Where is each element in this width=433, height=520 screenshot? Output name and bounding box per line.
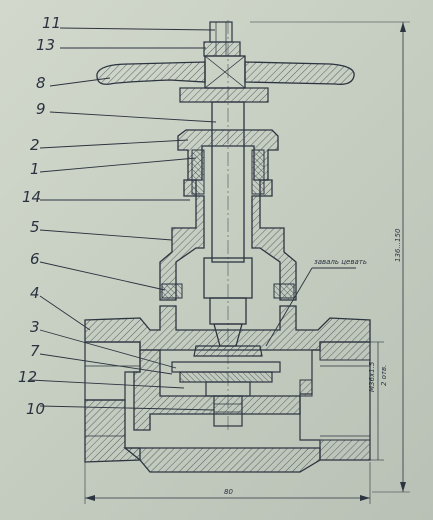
spindle-top-nut xyxy=(203,21,241,57)
callout-1: 1 xyxy=(30,160,40,178)
callout-6: 6 xyxy=(30,250,40,268)
handwheel xyxy=(96,55,355,103)
thread-dimension-text: M36x1.5 xyxy=(368,361,376,392)
spindle xyxy=(211,101,245,263)
width-dimension: 80 xyxy=(84,462,371,504)
callout-13: 13 xyxy=(36,36,55,54)
valve-body xyxy=(84,305,371,473)
callout-4: 4 xyxy=(30,284,40,302)
callout-5: 5 xyxy=(30,218,40,236)
bonnet xyxy=(159,179,297,301)
callout-12: 12 xyxy=(18,368,37,386)
height-dimension-text: 136...150 xyxy=(394,228,402,262)
callout-8: 8 xyxy=(36,74,46,92)
width-dimension-text: 80 xyxy=(224,488,233,496)
callout-2: 2 xyxy=(30,136,40,154)
valve-disc xyxy=(171,345,281,427)
callout-3: 3 xyxy=(30,318,40,336)
thread-count-text: 2 отв. xyxy=(380,365,388,386)
callout-9: 9 xyxy=(36,100,46,118)
callout-14: 14 xyxy=(22,188,41,206)
thread-dimension: M36x1.5 2 отв. xyxy=(368,341,388,461)
height-dimension: 136...150 xyxy=(250,21,410,493)
callout-11: 11 xyxy=(42,14,61,32)
weld-note: заваль цевать xyxy=(314,258,367,266)
callout-10: 10 xyxy=(26,400,45,418)
callout-7: 7 xyxy=(30,342,40,360)
leader-lines xyxy=(29,27,356,411)
